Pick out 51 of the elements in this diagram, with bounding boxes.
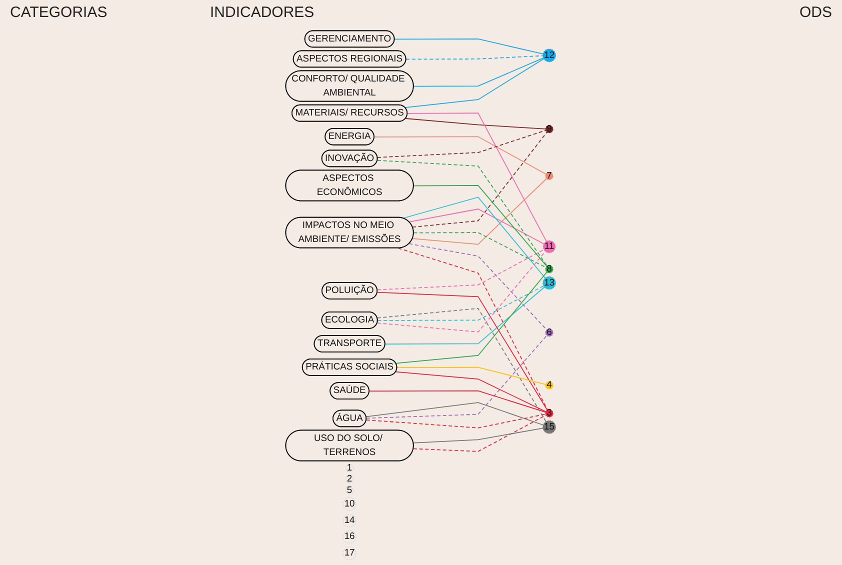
- connector: [378, 286, 544, 321]
- node-circle: 3: [545, 409, 554, 418]
- node-circle: 1: [346, 464, 354, 472]
- column-heading: INDICADORES: [210, 4, 314, 21]
- node-circle: 4: [545, 381, 554, 390]
- connector: [394, 38, 544, 54]
- connector: [414, 232, 547, 268]
- connector: [377, 249, 545, 290]
- node-circle: 8: [545, 265, 554, 274]
- connector: [366, 335, 548, 419]
- node-circle: 17: [343, 546, 357, 560]
- connector: [396, 371, 547, 412]
- connector: [404, 58, 545, 108]
- connector: [385, 286, 546, 344]
- connector: [402, 196, 546, 278]
- connector: [398, 248, 548, 410]
- connector: [377, 308, 547, 422]
- connector: [409, 208, 545, 244]
- node-circle: 12: [542, 48, 556, 62]
- connector: [377, 292, 548, 411]
- connector: [369, 390, 546, 413]
- connector: [396, 272, 548, 364]
- connector: [407, 112, 548, 242]
- node-circle: 16: [343, 530, 357, 544]
- connector: [409, 243, 548, 330]
- connector: [412, 178, 548, 245]
- connector: [374, 136, 547, 175]
- column-heading: ODS: [799, 4, 832, 21]
- connector: [413, 428, 544, 444]
- node-circle: 14: [343, 514, 357, 528]
- node-circle: 7: [545, 172, 554, 180]
- node-circle: 2: [346, 475, 354, 484]
- node-circle: 10: [343, 497, 357, 511]
- connector: [377, 130, 546, 158]
- connector: [377, 160, 548, 267]
- node-circle: 11: [543, 240, 556, 254]
- node-circle: 9: [545, 125, 554, 134]
- connector: [405, 118, 546, 130]
- connector: [414, 58, 544, 87]
- column-heading: CATEGORIAS: [10, 4, 108, 21]
- node-circle: 5: [346, 486, 354, 494]
- connector: [412, 132, 548, 228]
- node-circle: 15: [542, 420, 556, 434]
- connector: [414, 185, 548, 267]
- connector: [377, 250, 546, 332]
- connector: [396, 366, 546, 385]
- node-circle: 6: [545, 328, 554, 337]
- connector: [406, 55, 544, 60]
- connector: [366, 414, 546, 428]
- node-circle: 13: [542, 276, 556, 290]
- connector: [366, 402, 544, 426]
